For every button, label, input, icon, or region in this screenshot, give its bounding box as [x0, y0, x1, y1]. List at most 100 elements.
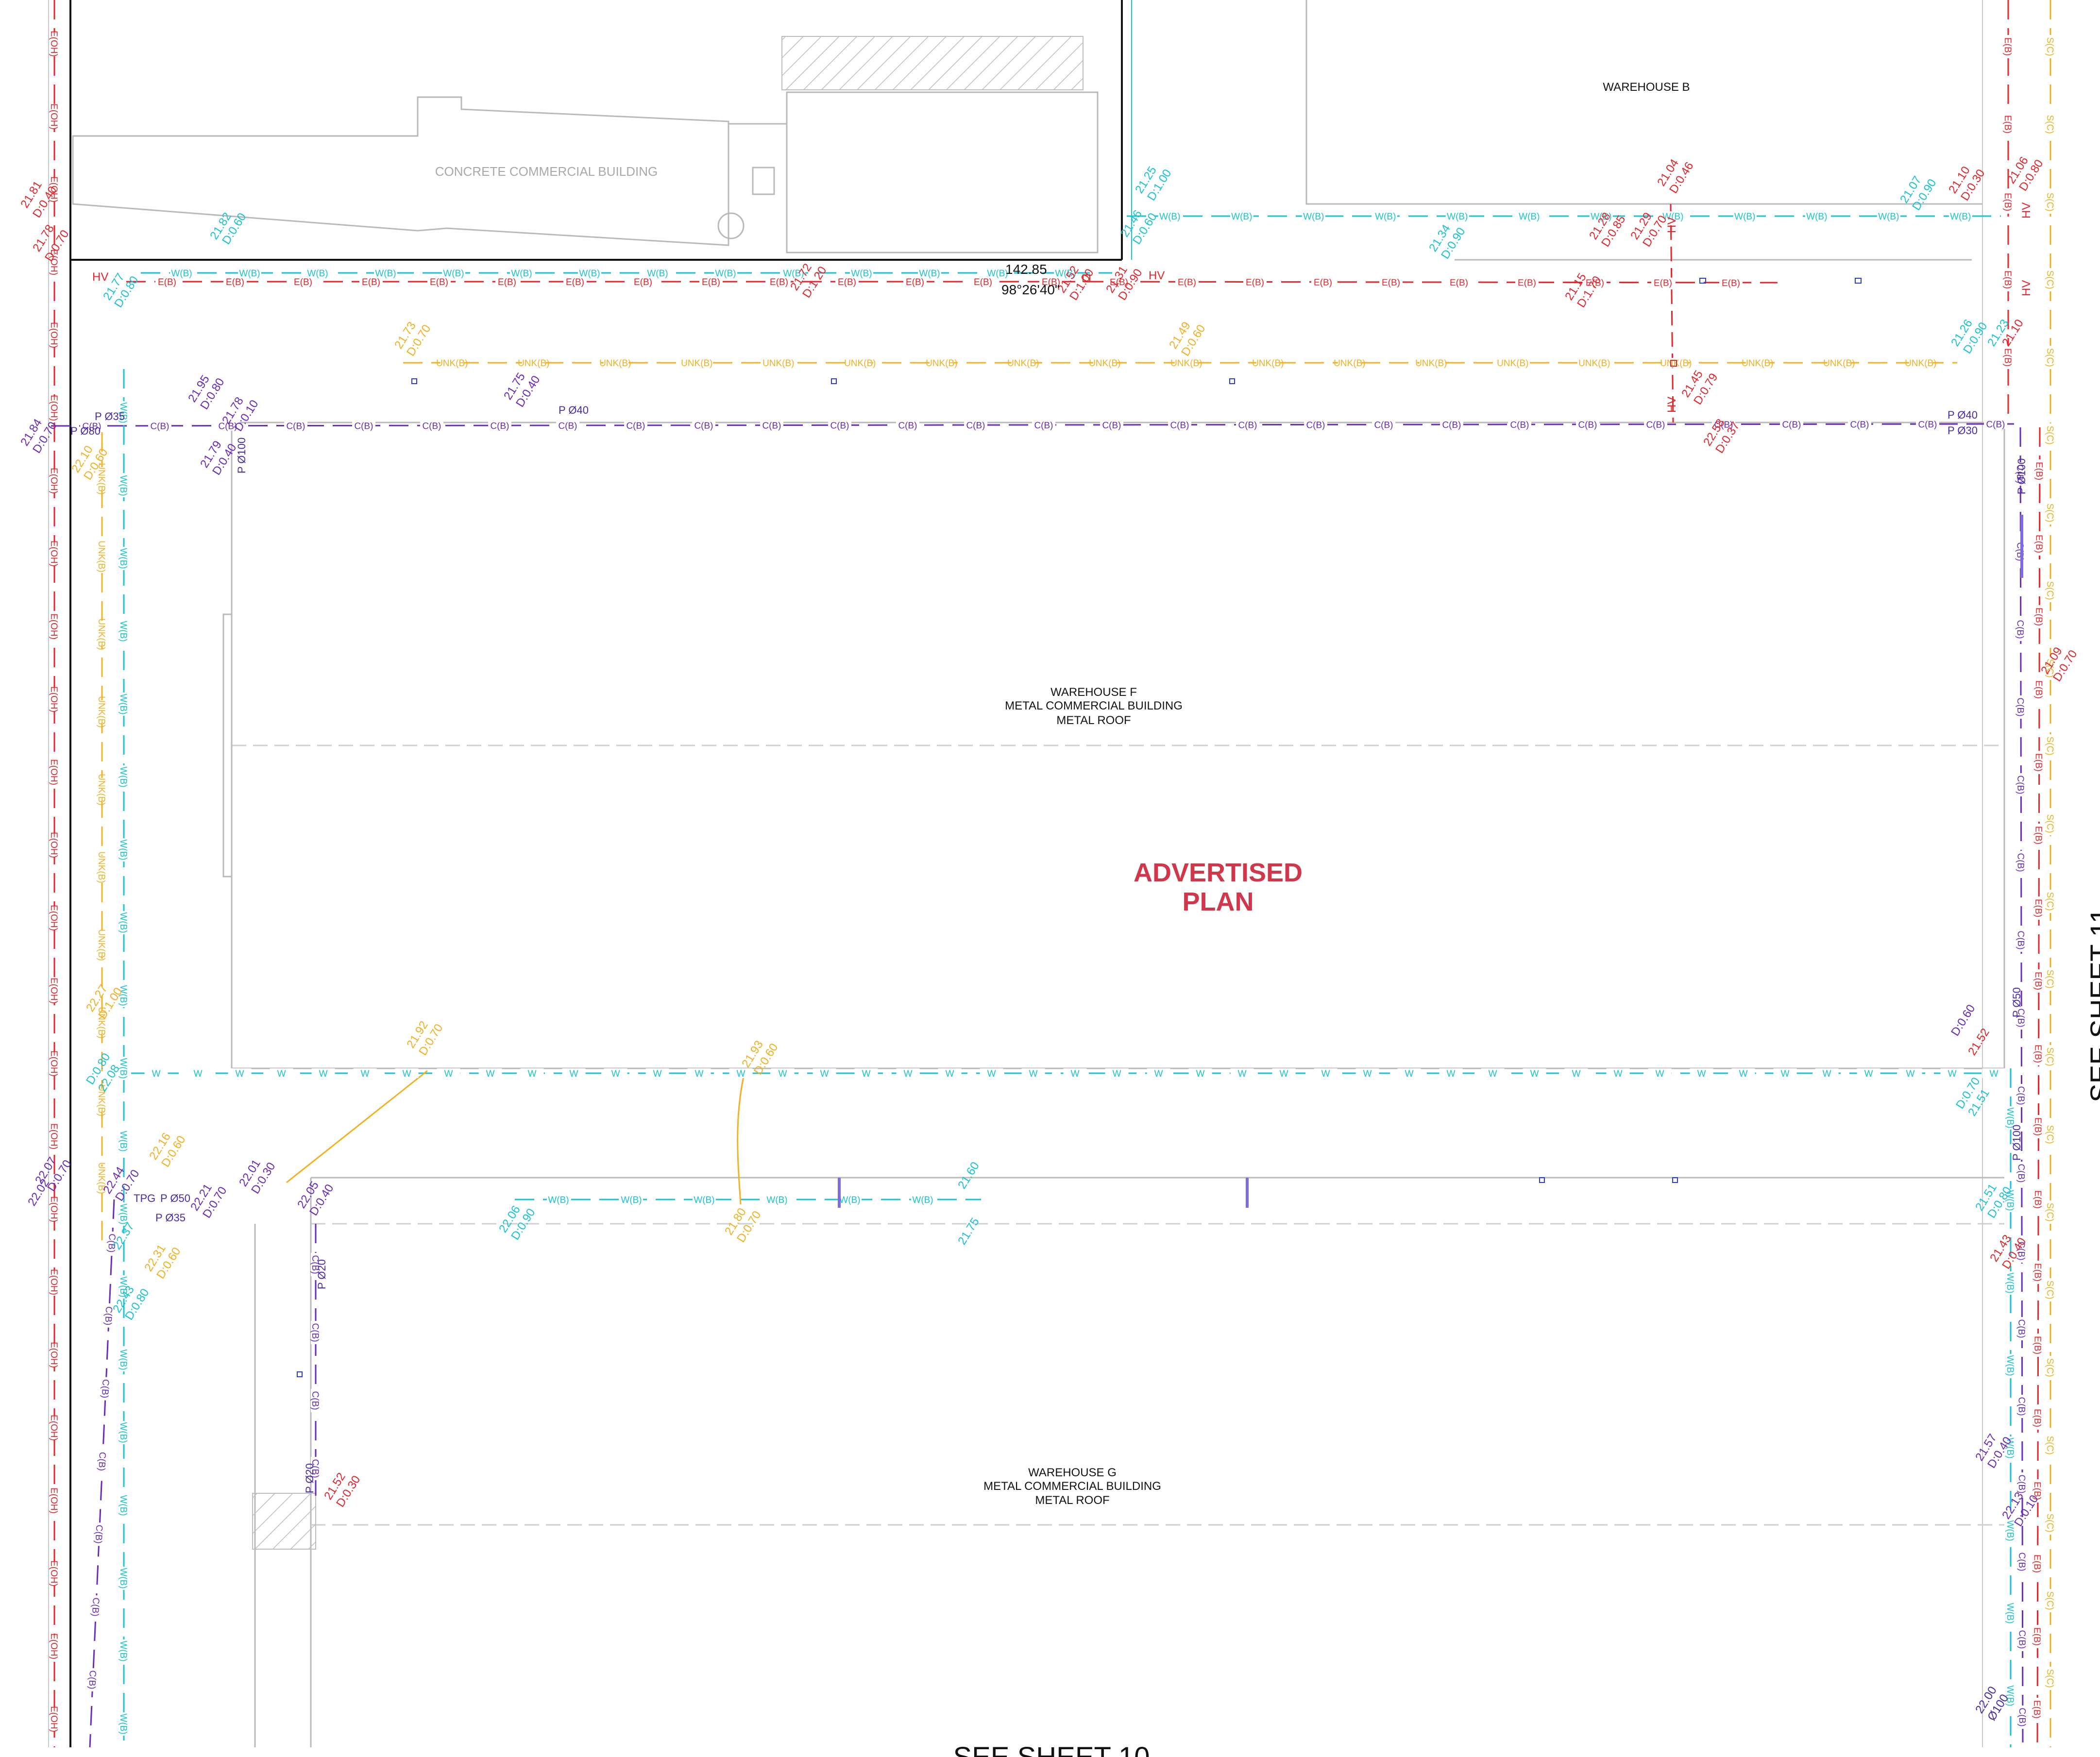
utility-code-label: E(B)	[158, 277, 176, 287]
utility-code-label: E(OH)	[49, 1123, 59, 1149]
utility-code-label: W	[1948, 1069, 1957, 1079]
utility-code-label: C(B)	[1306, 420, 1325, 430]
utility-label-bg	[1243, 277, 1267, 287]
utility-code-label: E(OH)	[49, 1487, 59, 1514]
utility-code-label: W	[361, 1069, 370, 1079]
hv-marker: HV	[1149, 269, 1165, 282]
utility-label-bg	[2046, 1200, 2055, 1224]
utility-code-label: S(C)	[2045, 1125, 2055, 1144]
utility-code-label: C(B)	[694, 421, 713, 431]
utility-label-bg	[2016, 1161, 2027, 1185]
utility-label-bg	[2046, 1667, 2055, 1690]
pipe-label-p50-east: P Ø50	[2011, 987, 2023, 1017]
comms-line-west[interactable]	[89, 1199, 115, 1748]
utility-code-label: E(B)	[2033, 608, 2044, 626]
utility-label-bg	[106, 1231, 118, 1255]
utility-code-label: C(B)	[830, 421, 849, 431]
utility-label-bg	[1507, 419, 1532, 430]
utility-code-label: E(B)	[974, 277, 992, 287]
utility-code-label: W	[1196, 1069, 1205, 1079]
utility-code-label: W(B)	[1159, 212, 1180, 222]
utility-label-bg	[2046, 501, 2055, 524]
utility-label-bg	[50, 1416, 60, 1439]
utility-code-label: C(B)	[310, 1323, 320, 1342]
utility-code-label: C(B)	[2016, 1319, 2026, 1338]
utility-label-bg	[50, 906, 60, 929]
utility-label-bg	[50, 469, 60, 492]
pipe-label-p50: P Ø50	[160, 1192, 190, 1204]
utility-code-label: C(B)	[310, 1459, 320, 1478]
utility-code-label: E(B)	[2002, 115, 2013, 134]
sheet-ref-bottom[interactable]: SEE SHEET 10	[953, 1741, 1150, 1757]
utility-label-bg	[50, 32, 60, 55]
utility-label-bg	[119, 547, 129, 570]
utility-label-bg	[848, 358, 872, 368]
utility-label-bg	[964, 420, 988, 430]
utility-code-label: E(B)	[362, 277, 380, 287]
stamp-line-1: ADVERTISED	[1134, 858, 1303, 887]
sheet-ref-right[interactable]: SEE SHEET 11	[2085, 908, 2100, 1102]
utility-label-bg	[50, 251, 60, 274]
utility-label-bg	[1517, 211, 1541, 221]
utility-label-bg	[699, 277, 723, 287]
utility-code-label: E(B)	[2002, 37, 2013, 56]
utility-code-label: E(OH)	[49, 905, 59, 931]
utility-label-bg	[986, 268, 1009, 278]
utility-code-label: W(B)	[118, 1131, 128, 1151]
utility-label-bg	[284, 421, 308, 431]
utility-label-bg	[495, 277, 519, 287]
utility-label-bg	[692, 420, 716, 430]
utility-label-bg	[1940, 1068, 1964, 1078]
utility-code-label: W(B)	[919, 269, 940, 279]
utility-label-bg	[311, 1068, 335, 1078]
utility-code-label: C(B)	[1918, 420, 1937, 430]
utility-code-label: UNK(B)	[1905, 358, 1936, 369]
utility-code-label: C(B)	[93, 1524, 104, 1544]
utility-code-label: C(B)	[1034, 421, 1053, 431]
utility-code-label: C(B)	[2016, 1397, 2027, 1416]
utility-code-label: E(OH)	[49, 1269, 59, 1295]
utility-code-label: W(B)	[548, 1195, 569, 1205]
comms-line-north[interactable]	[51, 423, 2016, 427]
utility-label-bg	[119, 1202, 129, 1226]
utility-code-label: W	[1071, 1069, 1080, 1079]
utility-code-label: E(B)	[2002, 348, 2013, 367]
utility-label-bg	[119, 838, 129, 862]
pipe-labels: P Ø40 P Ø35 P Ø80 P Ø40 P Ø30 P Ø100 P Ø…	[70, 404, 2028, 1493]
utility-label-bg	[97, 1450, 108, 1473]
utility-label-bg	[2046, 1434, 2055, 1457]
utility-label-bg	[2034, 677, 2045, 702]
utility-code-label: W	[946, 1069, 954, 1079]
utility-label-bg	[760, 420, 784, 430]
survey-bearing: 98°26'40"	[1001, 282, 1060, 297]
utility-code-label: W(B)	[1375, 212, 1396, 222]
utility-label-bg	[2046, 1278, 2055, 1301]
utility-label-bg	[578, 268, 601, 278]
utility-label-bg	[2006, 1354, 2015, 1377]
utility-label-bg	[119, 911, 129, 934]
utility-code-label: W	[1530, 1069, 1539, 1079]
utility-code-label: C(B)	[626, 421, 645, 431]
utility-code-label: E(OH)	[49, 1196, 59, 1222]
utility-label-bg	[903, 277, 927, 287]
electric-line-east[interactable]	[2036, 427, 2041, 1748]
utility-code-label: C(B)	[103, 1306, 114, 1326]
stamp-line-2: PLAN	[1183, 887, 1254, 916]
utility-code-label: E(B)	[2032, 1700, 2042, 1719]
utility-label-bg	[2016, 773, 2026, 797]
utility-code-label: W(B)	[2005, 1107, 2015, 1128]
utility-label-bg	[1515, 277, 1539, 287]
utility-label-bg	[97, 545, 107, 568]
utility-code-label: W(B)	[912, 1195, 933, 1205]
utility-label-bg	[2046, 1123, 2055, 1146]
utility-code-label: C(B)	[2015, 775, 2025, 794]
utility-label-bg	[1021, 1068, 1045, 1078]
utility-label-bg	[2015, 462, 2026, 486]
utility-code-label: C(B)	[2016, 1552, 2027, 1571]
utility-label-bg	[1011, 358, 1035, 368]
unknown-service-branch	[737, 1068, 746, 1205]
utility-code-label: S(C)	[2045, 969, 2055, 988]
utility-code-label: E(OH)	[49, 978, 59, 1004]
utility-label-bg	[1230, 1068, 1254, 1078]
